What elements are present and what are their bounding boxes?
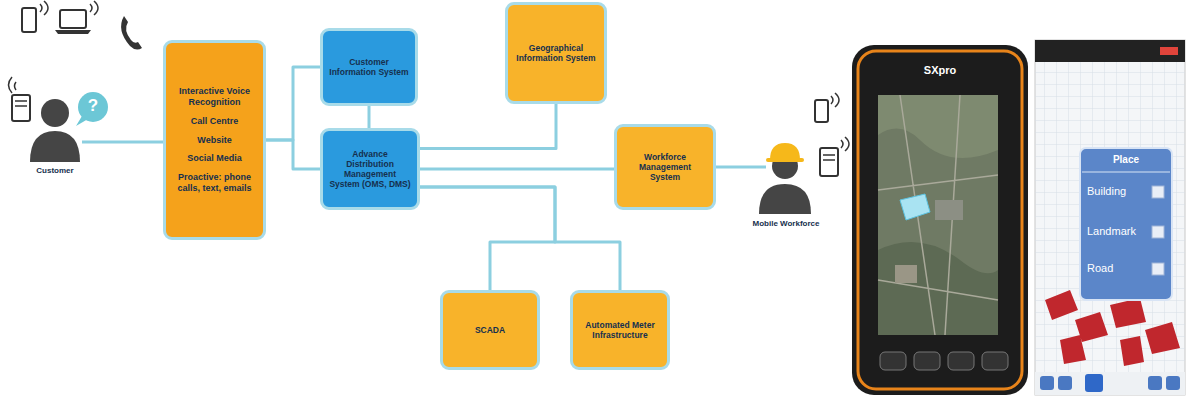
hard-hat-brim (766, 158, 804, 162)
building-shapes (1045, 290, 1180, 366)
box-text: Social Media (187, 153, 242, 164)
workforce-wire (716, 166, 766, 169)
map-grid (1035, 62, 1185, 372)
hard-hat (770, 143, 800, 160)
checkbox (1152, 186, 1164, 198)
tablet-icon (12, 95, 30, 121)
phone-icon (815, 100, 828, 122)
brand-logo: SXpro (905, 64, 975, 77)
status-icon (1160, 47, 1178, 55)
box-text: Automated Meter Infrastructure (579, 320, 661, 340)
connector-line (420, 168, 614, 171)
map-area (878, 95, 998, 158)
actor-label: Mobile Workforce (742, 219, 830, 228)
tablet-screen-line (15, 105, 27, 107)
toolbar-button (1148, 376, 1162, 390)
box-text: Interactive Voice Recognition (172, 86, 257, 108)
map-block (935, 200, 963, 220)
layer-option: Landmark (1087, 225, 1149, 238)
customer-wire (82, 141, 163, 144)
tablet-screen (878, 95, 998, 335)
tablet-body (852, 45, 1028, 395)
laptop-base (55, 30, 91, 34)
connector-line (266, 67, 320, 140)
box-text: Geographical Information System (514, 43, 598, 63)
checkbox (1152, 226, 1164, 238)
person-body (30, 131, 80, 162)
connector-line (420, 187, 555, 290)
box-text: Advance Distribution Management System (… (329, 149, 411, 190)
toolbar-button (1040, 376, 1054, 390)
status-bar (1035, 40, 1185, 62)
map-highlight (900, 194, 930, 220)
layer-option: Building (1087, 185, 1147, 198)
box-text: Call Centre (191, 116, 239, 127)
wifi-waves (831, 93, 839, 107)
layer-option: Road (1087, 262, 1147, 275)
connector-line (266, 140, 320, 169)
checkbox (1152, 263, 1164, 275)
system-box: Advance Distribution Management System (… (320, 128, 420, 210)
phone-screen (1035, 40, 1185, 395)
tablet-screen-line (823, 154, 835, 156)
map-area (878, 242, 998, 335)
system-box: Workforce Management System (614, 124, 716, 210)
connector-line (420, 104, 556, 149)
toolbar (1035, 372, 1185, 395)
phone-icon (22, 8, 36, 32)
handset-icon (121, 16, 142, 50)
system-box: SCADA (440, 290, 540, 370)
toolbar-button (1166, 376, 1180, 390)
tablet-bumper (858, 51, 1022, 389)
box-text: Customer Information System (329, 57, 409, 77)
channel-box: Interactive Voice RecognitionCall Centre… (163, 40, 266, 240)
actor-label: Customer (20, 166, 90, 175)
wifi-waves (841, 137, 849, 151)
box-text: SCADA (475, 325, 505, 335)
map-block (895, 265, 917, 283)
toolbar-button (1058, 376, 1072, 390)
connector-line (368, 106, 371, 128)
wifi-waves (40, 1, 48, 15)
tablet-button (982, 352, 1008, 370)
tablet-button (948, 352, 974, 370)
question-mark: ? (83, 96, 103, 116)
system-box: Customer Information System (320, 28, 418, 106)
box-text: Workforce Management System (623, 152, 707, 183)
tablet-icon (820, 148, 838, 176)
bubble-tail (76, 116, 88, 126)
tablet-button (914, 352, 940, 370)
connector-line (420, 187, 620, 290)
layer-popup (1080, 148, 1172, 300)
tablet-button (880, 352, 906, 370)
worker-body (759, 184, 811, 214)
laptop-icon (60, 10, 86, 28)
person-head (41, 99, 69, 127)
box-text: Website (197, 135, 231, 146)
map-roads (878, 95, 998, 335)
popup-divider (1082, 172, 1170, 173)
toolbar-button (1085, 374, 1103, 392)
wifi-waves (90, 1, 98, 15)
tablet-screen-line (15, 100, 27, 102)
wifi-waves (9, 77, 17, 93)
popup-title: Place (1084, 154, 1168, 166)
system-box: Geographical Information System (505, 2, 607, 104)
system-box: Automated Meter Infrastructure (570, 290, 670, 370)
tablet-screen-line (823, 159, 835, 161)
box-text: Proactive: phone calls, text, emails (172, 172, 257, 194)
